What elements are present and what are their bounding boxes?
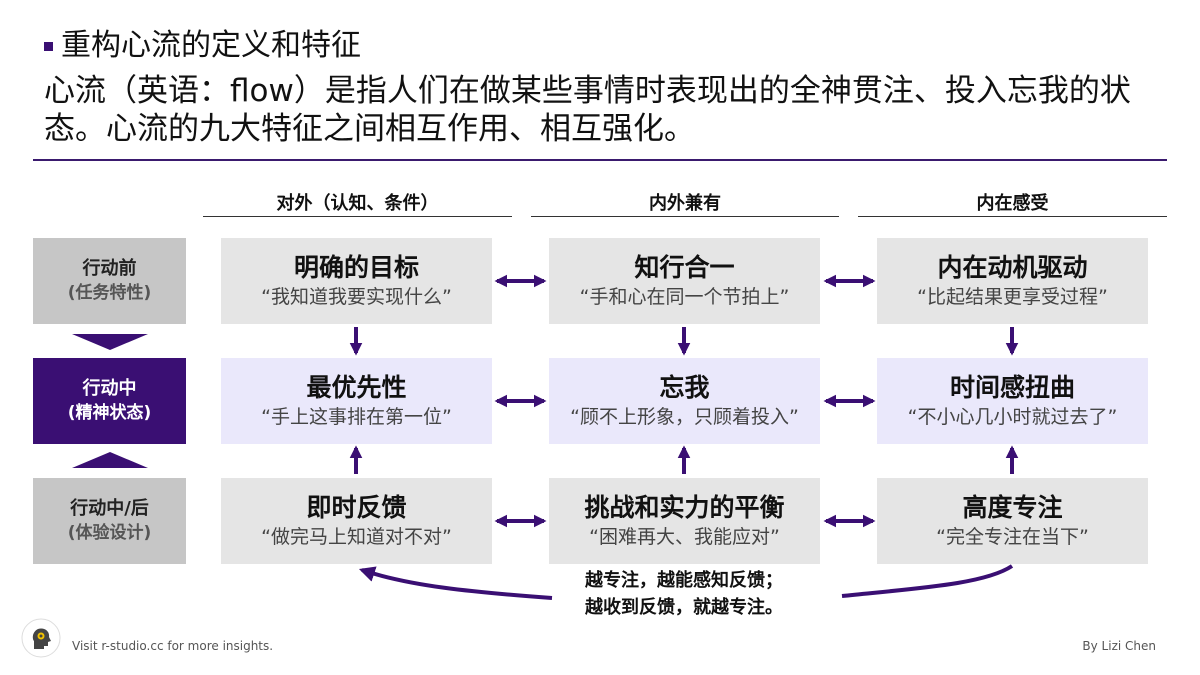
page-title: 重构心流的定义和特征 xyxy=(44,28,361,64)
head-gear-logo-icon xyxy=(20,617,62,659)
header-divider xyxy=(33,159,1167,161)
phase-label: 行动前 xyxy=(82,258,137,279)
feature-intrinsic-motivation: 内在动机驱动 “比起结果更享受过程” xyxy=(877,238,1148,324)
page-title-text: 重构心流的定义和特征 xyxy=(61,28,361,63)
column-header-both: 内外兼有 xyxy=(531,192,839,217)
phase-before-action: 行动前 (任务特性) xyxy=(33,238,186,324)
phase-during-action: 行动中 (精神状态) xyxy=(33,358,186,444)
feature-quote: “做完马上知道对不对” xyxy=(261,526,452,548)
feature-name: 最优先性 xyxy=(306,373,407,402)
footer-website-text: Visit r-studio.cc for more insights. xyxy=(72,639,274,653)
feature-quote: “不小心几小时就过去了” xyxy=(907,406,1118,428)
phase-up-chevron-icon xyxy=(72,452,148,468)
phase-label: 行动中/后 xyxy=(70,498,149,519)
feedback-loop-note: 越专注，越能感知反馈； 越收到反馈，就越专注。 xyxy=(556,567,812,621)
feature-action-awareness-merging: 知行合一 “手和心在同一个节拍上” xyxy=(549,238,820,324)
feature-quote: “顾不上形象，只顾着投入” xyxy=(570,406,799,428)
feature-high-concentration: 高度专注 “完全专注在当下” xyxy=(877,478,1148,564)
loop-note-line-1: 越专注，越能感知反馈； xyxy=(585,570,783,591)
phase-sublabel: (任务特性) xyxy=(67,283,152,303)
feedback-loop-right-curve xyxy=(841,564,1014,598)
feature-name: 时间感扭曲 xyxy=(949,373,1075,402)
footer-author-text: By Lizi Chen xyxy=(1082,639,1156,653)
feature-quote: “比起结果更享受过程” xyxy=(917,286,1108,308)
feature-name: 挑战和实力的平衡 xyxy=(584,493,785,522)
feature-quote: “手上这事排在第一位” xyxy=(261,406,452,428)
feature-immediate-feedback: 即时反馈 “做完马上知道对不对” xyxy=(221,478,492,564)
feature-name: 知行合一 xyxy=(634,253,735,282)
feedback-loop-left-arrow xyxy=(358,566,553,600)
phase-sublabel: (体验设计) xyxy=(67,523,152,543)
feature-name: 内在动机驱动 xyxy=(937,253,1088,282)
phase-label: 行动中 xyxy=(82,378,137,399)
phase-sublabel: (精神状态) xyxy=(67,403,152,423)
feature-quote: “困难再大、我能应对” xyxy=(589,526,780,548)
feature-quote: “完全专注在当下” xyxy=(936,526,1089,548)
feature-name: 明确的目标 xyxy=(293,253,419,282)
phase-during-after-action: 行动中/后 (体验设计) xyxy=(33,478,186,564)
feature-name: 忘我 xyxy=(659,373,710,402)
column-header-internal: 内在感受 xyxy=(858,192,1167,217)
feature-challenge-skill-balance: 挑战和实力的平衡 “困难再大、我能应对” xyxy=(549,478,820,564)
definition-text: 心流（英语：flow）是指人们在做某些事情时表现出的全神贯注、投入忘我的状态。心… xyxy=(44,73,1131,147)
feature-name: 高度专注 xyxy=(962,493,1063,522)
feature-time-distortion: 时间感扭曲 “不小心几小时就过去了” xyxy=(877,358,1148,444)
loop-note-line-2: 越收到反馈，就越专注。 xyxy=(585,597,783,618)
phase-down-chevron-icon xyxy=(72,334,148,350)
feature-self-forgetting: 忘我 “顾不上形象，只顾着投入” xyxy=(549,358,820,444)
column-header-external: 对外（认知、条件） xyxy=(203,192,512,217)
feature-name: 即时反馈 xyxy=(306,493,407,522)
feature-quote: “手和心在同一个节拍上” xyxy=(579,286,790,308)
feature-clear-goal: 明确的目标 “我知道我要实现什么” xyxy=(221,238,492,324)
feature-quote: “我知道我要实现什么” xyxy=(261,286,452,308)
feature-top-priority: 最优先性 “手上这事排在第一位” xyxy=(221,358,492,444)
title-bullet-icon xyxy=(44,41,53,51)
